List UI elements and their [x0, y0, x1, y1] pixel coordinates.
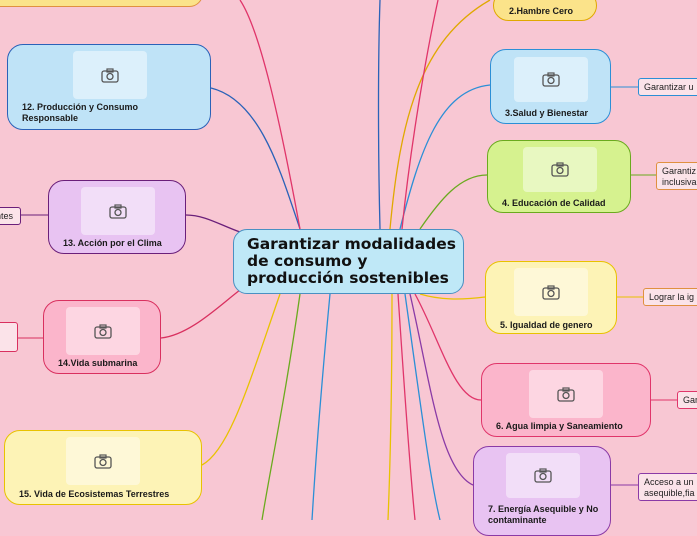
topic-label: 6. Agua limpia y Saneamiento: [496, 421, 623, 431]
topic-label: 4. Educación de Calidad: [502, 198, 606, 208]
camera-icon: [529, 370, 603, 418]
topic-node-vida-submarina[interactable]: 14.Vida submarina: [43, 300, 161, 374]
camera-icon: [73, 51, 147, 99]
topic-node-accion-clima[interactable]: 13. Acción por el Clima: [48, 180, 186, 254]
topic-label: 14.Vida submarina: [58, 358, 138, 368]
note-submarina[interactable]: [0, 322, 18, 352]
note-agua[interactable]: Gar: [677, 391, 697, 409]
note-text: Lograr la ig: [649, 292, 695, 302]
note-educacion[interactable]: Garantiz inclusiva: [656, 162, 697, 190]
central-topic[interactable]: Garantizar modalidades de consumo y prod…: [233, 229, 464, 294]
topic-label: 12. Producción y Consumo Responsable: [22, 102, 139, 123]
topic-label: 15. Vida de Ecosistemas Terrestres: [19, 489, 170, 499]
topic-node-vida-ecosistemas[interactable]: 15. Vida de Ecosistemas Terrestres: [4, 430, 202, 505]
topic-label: 2.Hambre Cero: [509, 6, 574, 16]
topic-node-educacion-calidad[interactable]: 4. Educación de Calidad: [487, 140, 631, 213]
camera-icon: [514, 268, 588, 316]
central-topic-label: Garantizar modalidades de consumo y prod…: [247, 235, 456, 287]
topic-label: 7. Energía Asequible y No contaminante: [488, 504, 599, 525]
topic-label: 5. Igualdad de genero: [500, 320, 593, 330]
topic-label: 3.Salud y Bienestar: [505, 108, 589, 118]
topic-label: 13. Acción por el Clima: [63, 238, 162, 248]
note-text: ntes: [0, 211, 14, 221]
note-text-line2: inclusiva: [662, 177, 697, 187]
camera-icon: [66, 307, 140, 355]
note-clima[interactable]: ntes: [0, 207, 21, 225]
note-text-line2: asequible,fia: [644, 488, 695, 498]
topic-node-agua-saneamiento[interactable]: 6. Agua limpia y Saneamiento: [481, 363, 651, 437]
camera-icon: [66, 437, 140, 485]
camera-icon: [514, 57, 588, 102]
connector-lines: [18, 0, 677, 520]
note-text-line1: Acceso a un: [644, 477, 694, 487]
topic-node-igualdad-genero[interactable]: 5. Igualdad de genero: [485, 261, 617, 334]
topic-node-produccion-consumo[interactable]: 12. Producción y Consumo Responsable: [7, 44, 211, 130]
note-salud[interactable]: Garantizar u: [638, 78, 697, 96]
topic-node-hambre-cero[interactable]: 2.Hambre Cero: [493, 0, 597, 21]
note-igualdad[interactable]: Lograr la ig: [643, 288, 697, 306]
note-text-line1: Garantiz: [662, 166, 697, 176]
note-energia[interactable]: Acceso a un asequible,fia: [638, 473, 697, 501]
topic-node-energia-asequible[interactable]: 7. Energía Asequible y No contaminante: [473, 446, 611, 536]
note-text: Garantizar u: [644, 82, 694, 92]
topic-node-salud-bienestar[interactable]: 3.Salud y Bienestar: [490, 49, 611, 124]
note-text: Gar: [683, 395, 697, 405]
camera-icon: [506, 453, 580, 498]
camera-icon: [81, 187, 155, 235]
topic-node-partial-top-left[interactable]: [0, 0, 203, 7]
camera-icon: [523, 147, 597, 192]
